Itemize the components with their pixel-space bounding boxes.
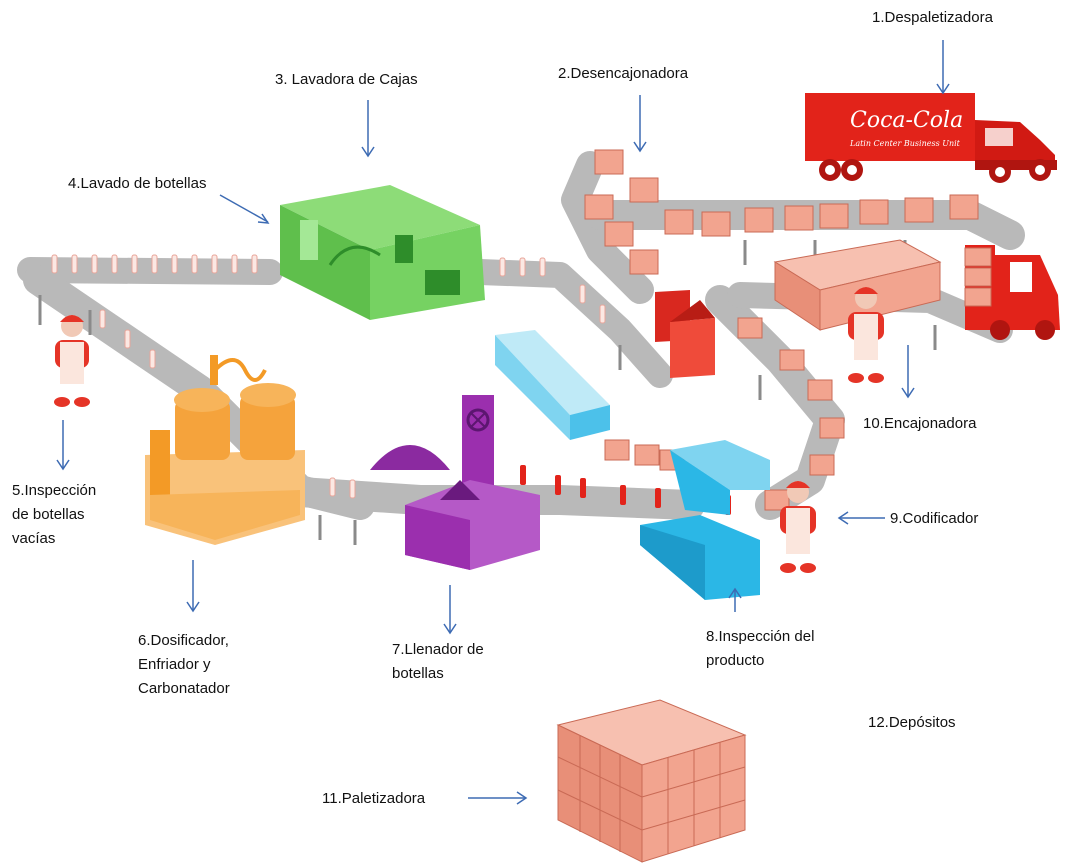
label-step6-dosificador: 6.Dosificador, Enfriador y Carbonatador bbox=[138, 629, 230, 701]
arrow-step5 bbox=[56, 420, 70, 471]
worker-inspector-left bbox=[54, 315, 90, 407]
label-step8-line2: producto bbox=[706, 652, 765, 669]
label-step8-inspeccion-producto: 8.Inspección del producto bbox=[706, 625, 814, 673]
label-step9-codificador: 9.Codificador bbox=[890, 510, 979, 527]
arrow-step10 bbox=[901, 345, 915, 399]
bottles-row bbox=[51, 254, 606, 499]
arrow-step1 bbox=[936, 40, 950, 95]
arrow-step6 bbox=[186, 560, 200, 613]
worker-coder bbox=[780, 481, 816, 573]
label-step6-line3: Carbonatador bbox=[138, 680, 230, 697]
label-step7-line1: 7.Llenador de bbox=[392, 641, 484, 658]
arrow-step2 bbox=[633, 95, 647, 153]
arrow-step3 bbox=[361, 100, 375, 158]
truck-brand-text: Coca-Cola bbox=[850, 108, 963, 133]
label-step7-llenador: 7.Llenador de botellas bbox=[392, 638, 484, 686]
orange-dosifier-cooler-carbonator bbox=[145, 355, 305, 545]
conveyor-legs bbox=[38, 240, 937, 545]
label-step6-line1: 6.Dosificador, bbox=[138, 632, 229, 649]
arrow-step11 bbox=[468, 791, 528, 805]
truck-sub-text: Latin Center Business Unit bbox=[849, 139, 961, 148]
arrows bbox=[56, 40, 950, 805]
palletized-crates bbox=[556, 699, 747, 863]
forklift bbox=[964, 245, 1060, 340]
worker-packer-right bbox=[848, 287, 884, 383]
label-step5-line3: vacías bbox=[12, 530, 56, 547]
label-step3-lavadora-cajas: 3. Lavadora de Cajas bbox=[275, 71, 418, 88]
arrow-step4 bbox=[219, 194, 270, 224]
arrow-step7 bbox=[443, 585, 457, 635]
label-step8-line1: 8.Inspección del bbox=[706, 628, 815, 645]
label-step11-paletizadora: 11.Paletizadora bbox=[322, 790, 426, 807]
red-unpacker-machine bbox=[655, 290, 715, 378]
label-step1-despaletizadora: 1.Despaletizadora bbox=[872, 9, 993, 26]
label-step10-encajonadora: 10.Encajonadora bbox=[863, 415, 977, 432]
arrow-step9 bbox=[837, 511, 885, 525]
crates-upper-conveyor bbox=[584, 149, 979, 275]
arrow-step8 bbox=[728, 587, 742, 612]
label-step5-line2: de botellas bbox=[12, 506, 85, 523]
cyan-inspection-machine bbox=[640, 440, 770, 600]
blue-conveyor-tunnel bbox=[495, 330, 610, 440]
label-step7-line2: botellas bbox=[392, 665, 444, 682]
label-step2-desencajonadora: 2.Desencajonadora bbox=[558, 65, 689, 82]
crate-stack-center bbox=[773, 239, 942, 331]
purple-bottle-filler bbox=[370, 395, 540, 570]
label-step12-depositos: 12.Depósitos bbox=[868, 714, 956, 731]
green-bottle-washer bbox=[280, 185, 485, 320]
crates-right-conveyor bbox=[604, 317, 845, 511]
label-step5-inspeccion-vacias: 5.Inspección de botellas vacías bbox=[12, 479, 96, 551]
coca-cola-truck: Coca-Cola Latin Center Business Unit bbox=[805, 93, 1057, 183]
label-step6-line2: Enfriador y bbox=[138, 656, 211, 673]
label-step4-lavado-botellas: 4.Lavado de botellas bbox=[68, 175, 207, 192]
label-step5-line1: 5.Inspección bbox=[12, 482, 97, 499]
